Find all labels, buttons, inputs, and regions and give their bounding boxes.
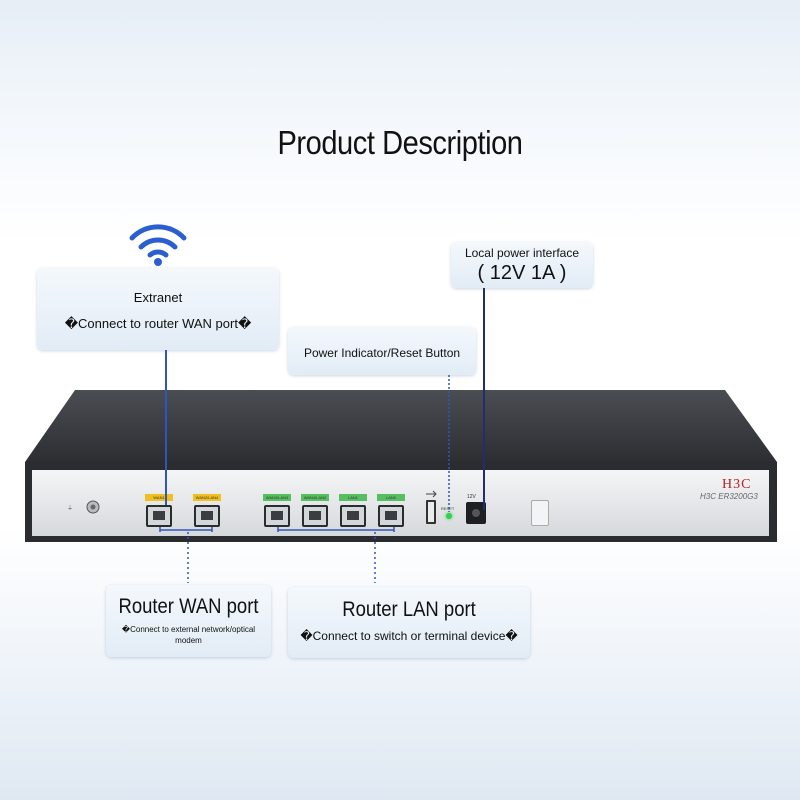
wan-port-title: Router WAN port	[118, 595, 259, 618]
dc-power-label: 12V	[467, 494, 476, 500]
power-interface-spec: ( 12V 1A )	[477, 262, 567, 284]
lan-port-subtitle: �Connect to switch or terminal device�	[300, 629, 518, 643]
ethernet-port-wan2[interactable]	[194, 505, 220, 527]
power-indicator-callout: Power Indicator/Reset Button	[288, 327, 476, 375]
ethernet-port-lan2[interactable]	[302, 505, 328, 527]
extranet-callout: Extranet �Connect to router WAN port�	[37, 268, 279, 350]
model-label: H3C ER3200G3	[700, 492, 758, 501]
usb-icon	[426, 490, 437, 498]
wan-port-subtitle: �Connect to external network/optical mod…	[121, 625, 256, 645]
power-switch[interactable]	[531, 500, 549, 526]
ground-screw-icon	[86, 500, 100, 514]
page-title: Product Description	[277, 124, 523, 161]
wan-port-callout: Router WAN port �Connect to external net…	[106, 585, 271, 657]
port-label-lan1: LAN1	[339, 494, 367, 501]
lan-port-callout: Router LAN port �Connect to switch or te…	[288, 587, 530, 658]
extranet-subtitle: �Connect to router WAN port�	[64, 316, 252, 331]
ground-label: ⏚	[67, 506, 74, 512]
port-label-wan1: WAN1	[145, 494, 173, 501]
port-label-wan2: WAN2/LAN4	[193, 494, 221, 501]
dc-power-jack[interactable]	[466, 502, 486, 524]
reset-label: RESET	[441, 506, 455, 511]
port-label-wan4-lan2: WAN4/LAN2	[301, 494, 329, 501]
port-label-lan0: LAN0	[377, 494, 405, 501]
brand-logo: H3C	[722, 477, 752, 492]
ethernet-port-wan1[interactable]	[146, 505, 172, 527]
ethernet-port-lan3[interactable]	[264, 505, 290, 527]
power-led-icon[interactable]	[446, 513, 452, 519]
usb-port[interactable]	[426, 500, 436, 524]
ethernet-port-lan1[interactable]	[340, 505, 366, 527]
port-label-wan3-lan3: WAN3/LAN3	[263, 494, 291, 501]
lan-port-title: Router LAN port	[342, 598, 476, 621]
power-interface-title: Local power interface	[464, 246, 580, 260]
wifi-icon	[129, 224, 187, 266]
power-interface-callout: Local power interface ( 12V 1A )	[451, 242, 593, 288]
extranet-title: Extranet	[133, 290, 183, 305]
power-indicator-title: Power Indicator/Reset Button	[303, 346, 461, 360]
ethernet-port-lan0[interactable]	[378, 505, 404, 527]
